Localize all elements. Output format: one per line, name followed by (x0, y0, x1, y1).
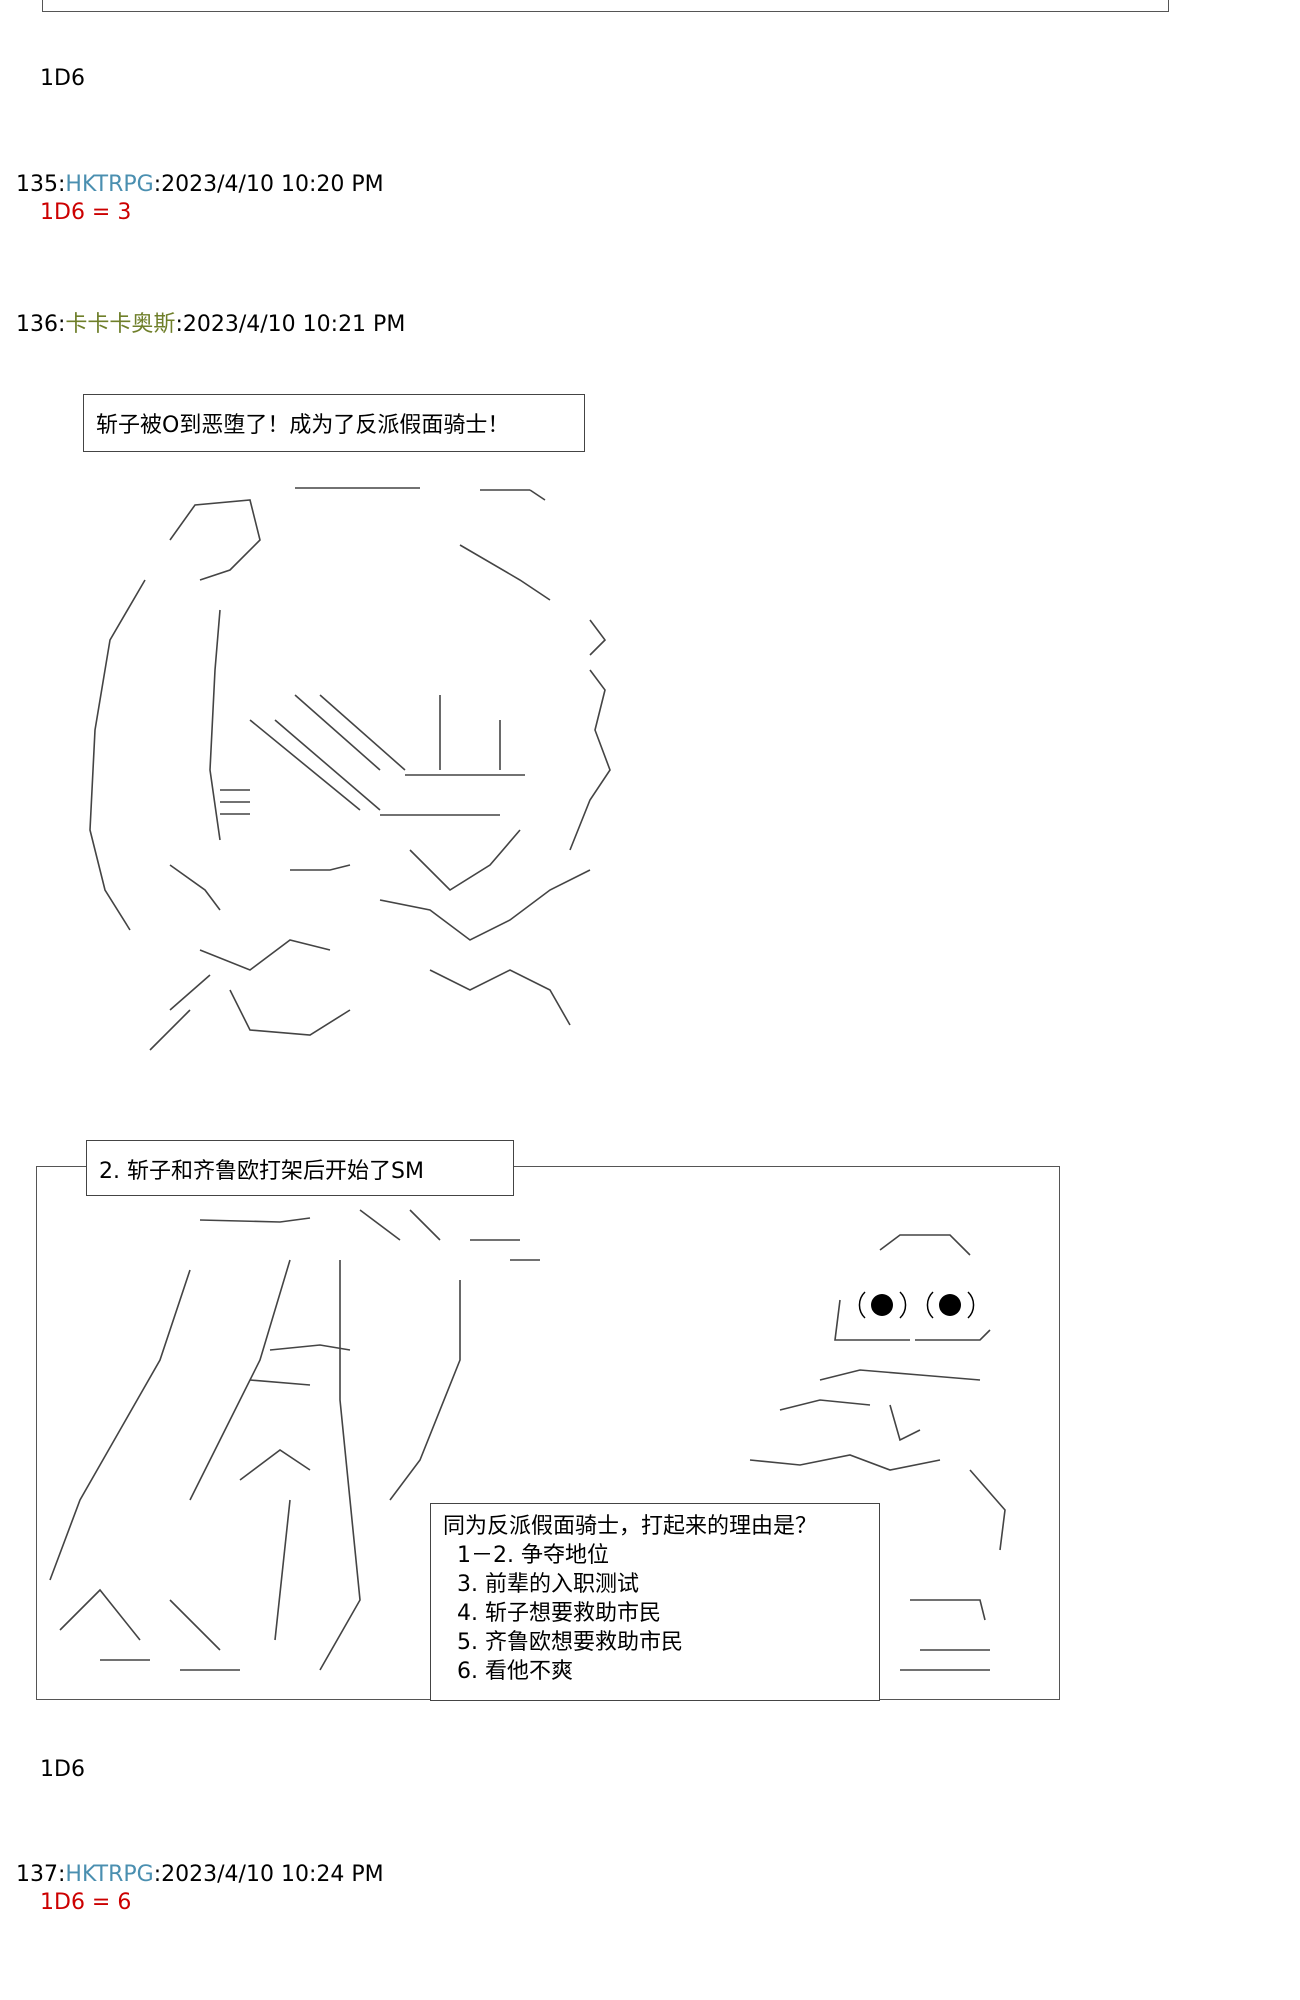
dice-command-top: 1D6 (40, 66, 85, 91)
option-1: 1－2. 争夺地位 (457, 1543, 609, 1568)
option-6: 6. 看他不爽 (457, 1659, 573, 1684)
post-header-136: 136:卡卡卡奥斯:2023/4/10 10:21 PM (16, 312, 406, 337)
question-title: 同为反派假面骑士，打起来的理由是？ (443, 1514, 818, 1539)
dice-result-137: 1D6 = 6 (40, 1890, 132, 1915)
dice-command-136: 1D6 (40, 1757, 85, 1782)
post-number: 137 (16, 1862, 58, 1887)
post-number: 135 (16, 172, 58, 197)
post-username[interactable]: 卡卡卡奥斯 (65, 312, 176, 337)
post-username[interactable]: HKTRPG (65, 172, 154, 197)
top-frame-remnant (42, 0, 1169, 12)
ascii-art-figure-1 (89, 487, 611, 1051)
option-3: 3. 前辈的入职测试 (457, 1572, 639, 1597)
post-timestamp: 2023/4/10 10:21 PM (182, 312, 406, 337)
dice-result-135: 1D6 = 3 (40, 200, 132, 225)
post-header-135: 135:HKTRPG:2023/4/10 10:20 PM (16, 172, 384, 197)
option-4: 4. 斩子想要救助市民 (457, 1601, 661, 1626)
question-box: 同为反派假面骑士，打起来的理由是？ 1－2. 争夺地位 3. 前辈的入职测试 4… (430, 1503, 880, 1701)
post-username[interactable]: HKTRPG (65, 1862, 154, 1887)
caption-box-2: 2. 斩子和齐鲁欧打架后开始了SM (86, 1140, 514, 1196)
ascii-art-figure-3 (749, 1234, 1006, 1671)
ascii-art-figure-2 (49, 1209, 540, 1671)
post-timestamp: 2023/4/10 10:20 PM (161, 172, 384, 197)
option-5: 5. 齐鲁欧想要救助市民 (457, 1630, 683, 1655)
post-number: 136 (16, 312, 58, 337)
post-header-137: 137:HKTRPG:2023/4/10 10:24 PM (16, 1862, 384, 1887)
caption-box-1: 斩子被O到恶堕了！成为了反派假面骑士！ (83, 394, 585, 452)
post-timestamp: 2023/4/10 10:24 PM (161, 1862, 384, 1887)
